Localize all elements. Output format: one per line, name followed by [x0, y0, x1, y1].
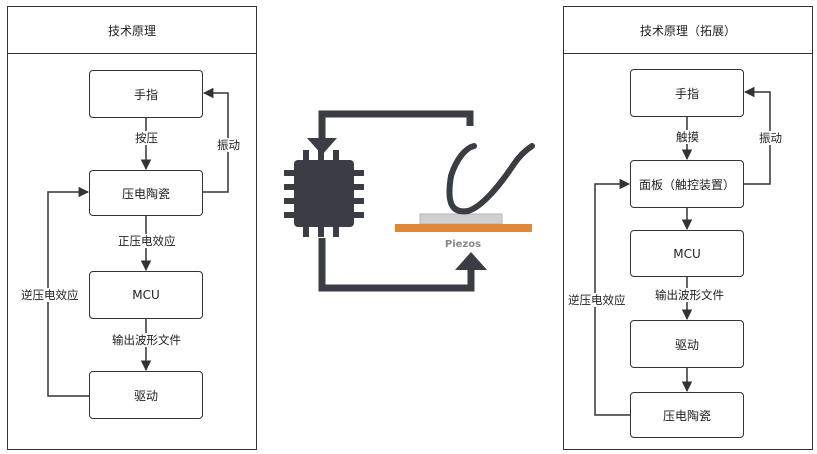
arrow-up-icon [455, 252, 487, 270]
right-label-vibration: 振动 [758, 131, 783, 145]
chip-icon [284, 150, 364, 237]
arrow-down-icon [307, 138, 337, 155]
left-label-direct-effect: 正压电效应 [117, 234, 177, 248]
right-box-piezo: 压电陶瓷 [630, 392, 744, 438]
piezo-label: Piezos [445, 239, 481, 250]
left-box-finger: 手指 [89, 70, 203, 118]
piezo-plate [395, 224, 532, 232]
finger-icon-back [448, 143, 477, 179]
right-label-inverse-effect: 逆压电效应 [567, 293, 627, 307]
left-box-mcu: MCU [89, 271, 203, 319]
signal-path-top [318, 110, 474, 140]
left-label-vibration: 振动 [216, 138, 241, 152]
right-box-mcu: MCU [630, 230, 744, 277]
right-label-touch: 触摸 [675, 130, 700, 144]
right-box-finger: 手指 [630, 69, 744, 117]
left-label-inverse-effect: 逆压电效应 [20, 288, 80, 302]
right-panel-title: 技术原理（拓展） [564, 7, 812, 54]
piezo-top-layer [419, 213, 503, 225]
left-box-piezo: 压电陶瓷 [89, 170, 203, 216]
left-panel-title: 技术原理 [8, 7, 256, 54]
right-box-panel: 面板（触控装置） [630, 160, 744, 208]
signal-path-bottom [318, 238, 475, 292]
right-label-output-waveform: 输出波形文件 [654, 288, 725, 302]
left-label-press: 按压 [134, 131, 159, 145]
left-box-driver: 驱动 [89, 371, 203, 419]
right-box-driver: 驱动 [630, 320, 744, 368]
left-label-output-waveform: 输出波形文件 [111, 333, 182, 347]
finger-icon [446, 143, 535, 215]
